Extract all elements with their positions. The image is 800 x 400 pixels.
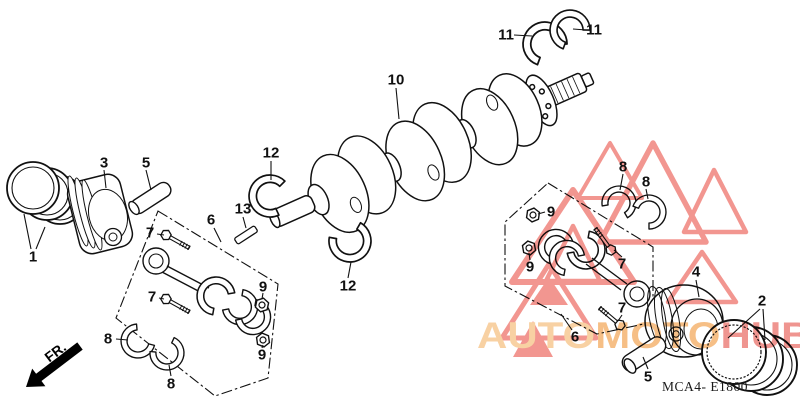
connecting-rod-left <box>142 227 279 349</box>
dowel-pin <box>234 225 258 245</box>
piston-left <box>66 173 134 255</box>
piston-pin-left <box>128 181 172 216</box>
crankshaft <box>268 72 595 234</box>
fr-arrow-icon <box>26 342 83 387</box>
main-bearings-upper <box>513 1 594 68</box>
part-code: MCA4- E1800 <box>661 379 749 394</box>
connecting-rod-right <box>521 206 651 333</box>
connecting-rod-box-left <box>115 210 279 397</box>
rod-bearings-right <box>598 179 674 233</box>
piston-pin-right <box>621 336 667 374</box>
piston-rings-right <box>701 319 798 396</box>
